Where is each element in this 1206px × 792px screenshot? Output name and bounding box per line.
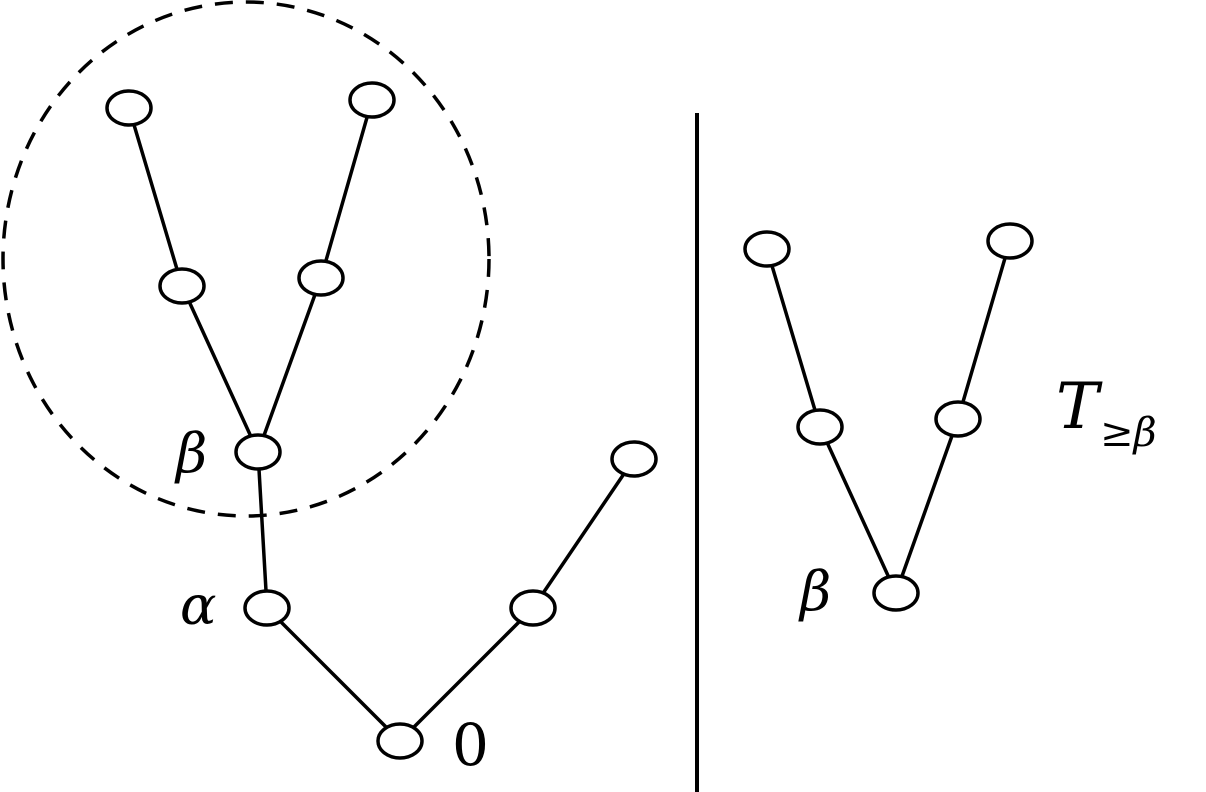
label-beta-right: β	[798, 560, 831, 623]
subtree-label-subscript: ≥β	[1100, 410, 1157, 456]
edge-left-mid-top	[127, 106, 184, 288]
right-tree-nodes	[743, 222, 1034, 612]
node-r-right-mid	[934, 400, 982, 438]
edge-alpha-beta	[256, 450, 269, 610]
edge-right-right-top	[531, 457, 636, 610]
node-r-left-top	[743, 230, 791, 268]
edge-r-beta-right-mid	[894, 417, 960, 595]
node-right-top	[348, 81, 396, 119]
right-tree-edges	[765, 239, 1012, 595]
node-beta	[234, 433, 282, 471]
left-tree-nodes	[105, 81, 658, 760]
node-right-mid	[297, 259, 345, 297]
subtree-label-main: T	[1056, 370, 1103, 444]
edge-root-right	[398, 606, 535, 743]
edge-r-left-mid-top	[765, 247, 822, 429]
node-r-beta	[872, 574, 920, 612]
node-r-left-mid	[796, 408, 844, 446]
node-r-right-top	[986, 222, 1034, 260]
subtree-highlight-circle	[1, 0, 491, 518]
label-alpha: α	[180, 574, 216, 637]
node-alpha	[243, 589, 291, 627]
node-root	[376, 722, 424, 760]
node-right-branch	[509, 589, 557, 627]
label-root: 0	[452, 711, 489, 779]
edge-root-alpha	[265, 606, 402, 743]
edge-beta-left-mid	[180, 284, 260, 454]
edge-r-right-mid-top	[956, 239, 1012, 421]
label-beta-left: β	[174, 422, 207, 485]
subtree-label: T ≥β	[1056, 370, 1157, 456]
edge-right-mid-top	[319, 98, 374, 280]
edge-beta-right-mid	[256, 276, 323, 454]
left-tree-edges	[127, 98, 636, 743]
node-right-branch-top	[610, 440, 658, 478]
node-left-top	[105, 89, 153, 127]
edge-r-beta-left-mid	[818, 425, 898, 595]
node-left-mid	[158, 267, 206, 305]
